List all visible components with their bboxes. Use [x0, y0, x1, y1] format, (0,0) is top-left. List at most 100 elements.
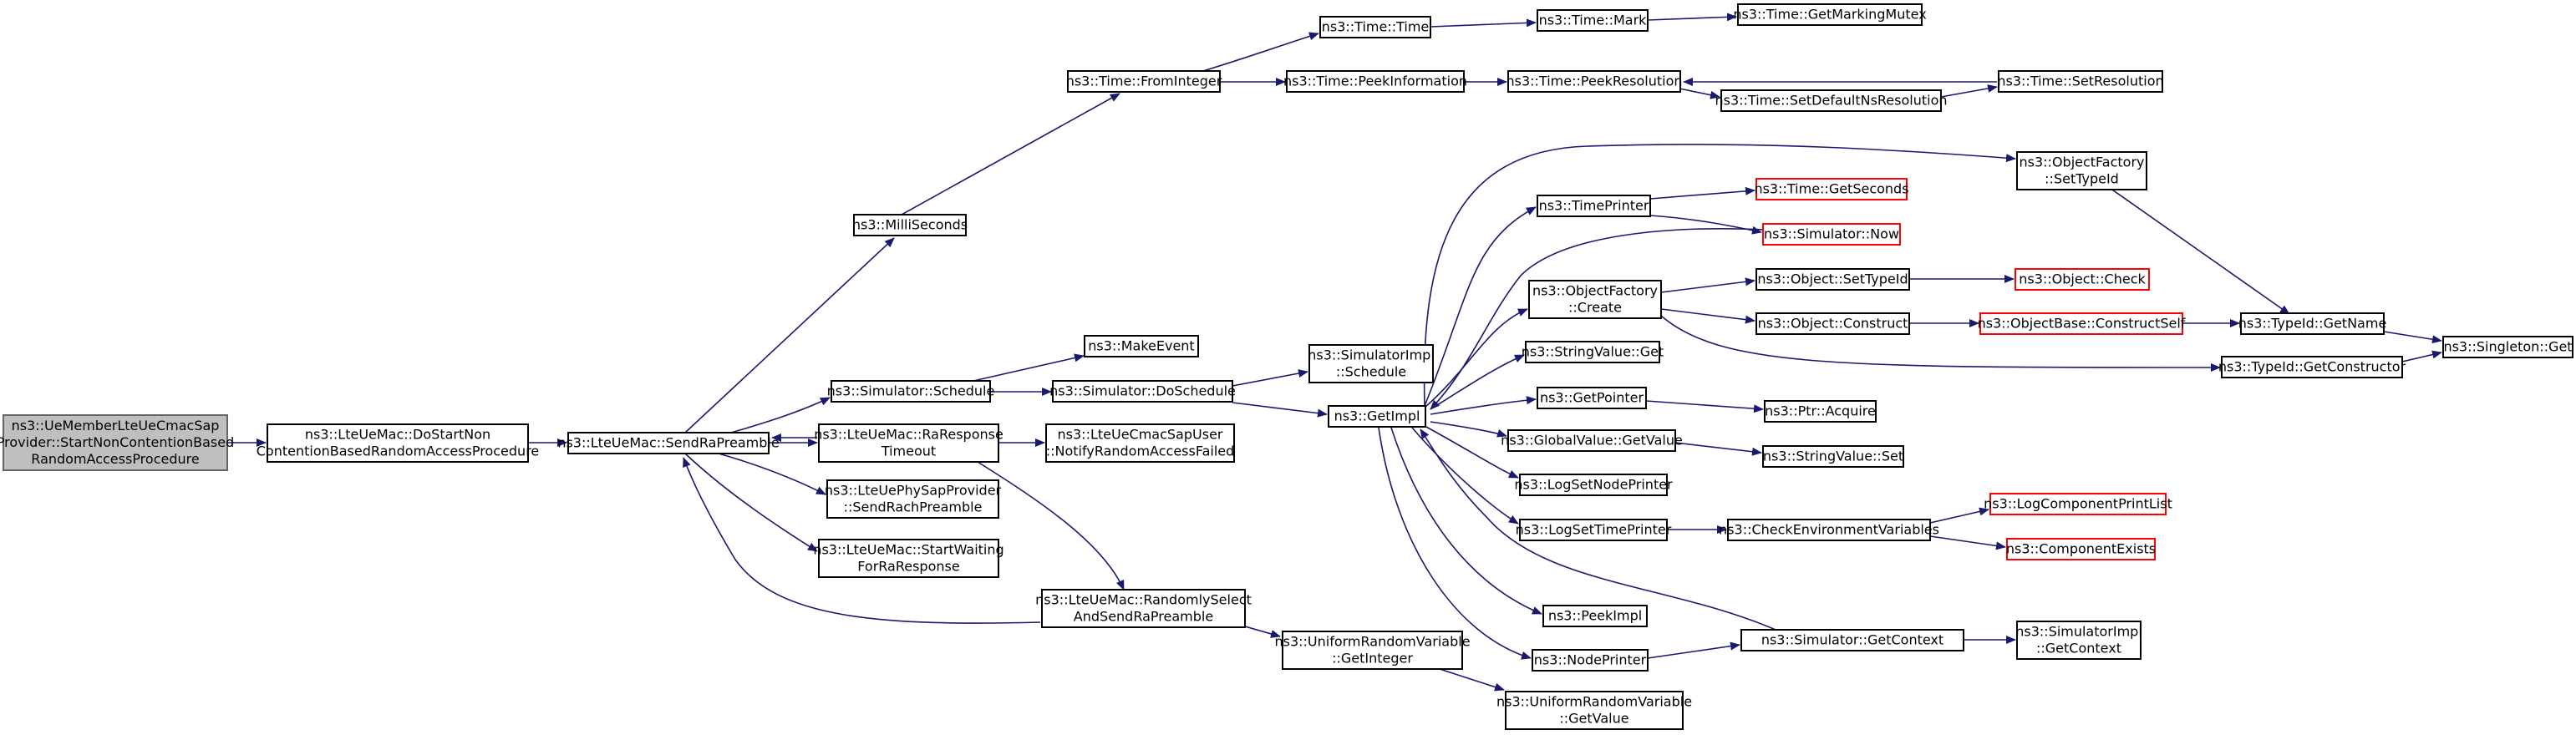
node-label-line: ns3::LogSetTimePrinter: [1516, 522, 1672, 538]
node-label-line: ns3::GlobalValue::GetValue: [1501, 433, 1683, 449]
edge-getconstructor-to-singleton: [2401, 350, 2442, 362]
edge-getimpl-to-nodeprinter: [1378, 427, 1532, 660]
node-compexists[interactable]: ns3::ComponentExists: [2006, 538, 2156, 560]
node-label-line: Provider::StartNonContentionBased: [0, 434, 234, 450]
node-label-line: ns3::LteUeCmacSapUser: [1058, 427, 1223, 443]
node-peekimpl[interactable]: ns3::PeekImpl: [1542, 605, 1648, 627]
node-label-line: ns3::Ptr::Acquire: [1765, 403, 1876, 419]
node-box: [3, 414, 228, 471]
node-box: [1041, 589, 1246, 628]
node-label-line: ::NotifyRandomAccessFailed: [1046, 444, 1235, 459]
node-label-line: ns3::Time::SetDefaultNsResolution: [1715, 93, 1947, 109]
node-box: [1764, 400, 1877, 423]
node-box: [1542, 605, 1648, 627]
node-logsetnode[interactable]: ns3::LogSetNodePrinter: [1514, 474, 1673, 496]
node-check[interactable]: ns3::Object::Check: [2015, 268, 2150, 291]
node-setdefault[interactable]: ns3::Time::SetDefaultNsResolution: [1715, 89, 1948, 112]
node-label-line: ns3::Object::Construct: [1758, 316, 1908, 332]
node-label-line: ns3::UniformRandomVariable: [1274, 634, 1470, 650]
node-frominteger[interactable]: ns3::Time::FromInteger: [1066, 70, 1222, 93]
node-ptracquire[interactable]: ns3::Ptr::Acquire: [1764, 400, 1877, 423]
node-constructself[interactable]: ns3::ObjectBase::ConstructSelf: [1978, 312, 2186, 335]
node-box: [1537, 387, 1647, 409]
node-box: [1528, 280, 1662, 319]
edge-time-to-mark: [1430, 18, 1537, 28]
node-box: [1505, 691, 1684, 730]
node-box: [1720, 89, 1942, 112]
node-label-line: ::GetContext: [2036, 641, 2121, 656]
node-urvgetval[interactable]: ns3::UniformRandomVariable::GetValue: [1496, 691, 1692, 730]
edge-doschedule-to-simimplsched: [1232, 369, 1308, 387]
node-box: [1282, 631, 1463, 670]
node-dostart[interactable]: ns3::LteUeMac::DoStartNonContentionBased…: [257, 423, 540, 463]
node-nodeprinter[interactable]: ns3::NodePrinter: [1532, 649, 1649, 672]
node-settypeid[interactable]: ns3::Object::SetTypeId: [1755, 268, 1910, 291]
node-label-line: ns3::Time::Time: [1322, 19, 1430, 35]
node-box: [1755, 268, 1910, 291]
node-simgetcontext[interactable]: ns3::Simulator::GetContext: [1740, 629, 1964, 651]
node-getseconds[interactable]: ns3::Time::GetSeconds: [1754, 178, 1909, 200]
node-getpointer[interactable]: ns3::GetPointer: [1537, 387, 1647, 409]
node-label-line: ns3::Simulator::GetContext: [1761, 632, 1943, 648]
edge-getimpl-to-logsettime: [1411, 427, 1519, 525]
node-gettypename[interactable]: ns3::TypeId::GetName: [2238, 312, 2387, 335]
node-box: [1532, 649, 1649, 672]
node-label-line: ns3::Singleton::Get: [2443, 339, 2572, 355]
node-getimpl[interactable]: ns3::GetImpl: [1328, 405, 1426, 428]
node-ofsettypeid[interactable]: ns3::ObjectFactory::SetTypeId: [2016, 151, 2147, 190]
node-sendra[interactable]: ns3::LteUeMac::SendRaPreamble: [557, 432, 780, 454]
node-checkenv[interactable]: ns3::CheckEnvironmentVariables: [1719, 519, 1939, 541]
node-peekres[interactable]: ns3::Time::PeekResolution: [1506, 70, 1683, 93]
node-label-line: ns3::StringValue::Get: [1522, 344, 1664, 360]
node-label-line: ns3::CheckEnvironmentVariables: [1719, 522, 1939, 538]
edge-checkenv-to-compexists: [1929, 535, 2006, 550]
node-box: [1979, 312, 2183, 335]
node-construct[interactable]: ns3::Object::Construct: [1755, 312, 1910, 335]
node-time[interactable]: ns3::Time::Time: [1319, 16, 1431, 38]
edge-sendra-to-milli: [684, 237, 895, 433]
edge-frominteger-to-time: [1194, 32, 1319, 74]
node-peekinfo[interactable]: ns3::Time::PeekInformation: [1283, 70, 1467, 93]
edge-getpointer-to-ptracquire: [1645, 400, 1764, 413]
edge-peekres-to-setdefault: [1679, 88, 1720, 99]
node-label-line: ns3::Time::PeekInformation: [1283, 74, 1467, 89]
node-stringvalueget[interactable]: ns3::StringValue::Get: [1522, 341, 1664, 363]
node-logsettime[interactable]: ns3::LogSetTimePrinter: [1516, 519, 1672, 541]
node-milli[interactable]: ns3::MilliSeconds: [852, 214, 968, 236]
node-getconstructor[interactable]: ns3::TypeId::GetConstructor: [2218, 356, 2406, 378]
node-sendrach[interactable]: ns3::LteUePhySapProvider::SendRachPreamb…: [825, 479, 1002, 519]
node-stringvalueset[interactable]: ns3::StringValue::Set: [1762, 445, 1904, 468]
node-box: [1507, 70, 1681, 93]
node-label-line: ns3::TimePrinter: [1539, 198, 1649, 214]
node-simimplctx[interactable]: ns3::SimulatorImpl::GetContext: [2015, 621, 2142, 660]
node-simimplsched[interactable]: ns3::SimulatorImpl::Schedule: [1308, 344, 1435, 383]
node-label-line: ns3::LteUeMac::RaResponse: [814, 427, 1003, 443]
node-makeevent[interactable]: ns3::MakeEvent: [1084, 335, 1199, 357]
node-singleton[interactable]: ns3::Singleton::Get: [2442, 336, 2573, 358]
node-label-line: ns3::NodePrinter: [1534, 652, 1647, 668]
node-schedule[interactable]: ns3::Simulator::Schedule: [827, 380, 995, 403]
node-now[interactable]: ns3::Simulator::Now: [1762, 223, 1901, 246]
node-box: [818, 539, 999, 578]
edge-getimpl-to-timeprinter: [1424, 206, 1537, 407]
node-box: [1308, 344, 1434, 383]
node-mark[interactable]: ns3::Time::Mark: [1537, 9, 1649, 32]
node-label-line: ns3::Time::PeekResolution: [1506, 74, 1682, 89]
node-notifyrafail[interactable]: ns3::LteUeCmacSapUser::NotifyRandomAcces…: [1045, 423, 1235, 463]
node-randomly[interactable]: ns3::LteUeMac::RandomlySelectAndSendRaPr…: [1035, 589, 1252, 628]
node-gvgetvalue[interactable]: ns3::GlobalValue::GetValue: [1501, 429, 1683, 452]
node-doschedule[interactable]: ns3::Simulator::DoSchedule: [1049, 380, 1236, 403]
node-box: [1727, 519, 1931, 541]
node-urvgetint[interactable]: ns3::UniformRandomVariable::GetInteger: [1274, 631, 1471, 670]
node-getmarkingmutex[interactable]: ns3::Time::GetMarkingMutex: [1733, 3, 1927, 26]
node-timeprinter[interactable]: ns3::TimePrinter: [1537, 195, 1651, 217]
node-label-line: ::Schedule: [1336, 364, 1406, 380]
edge-urvgetint-to-urvgetval: [1436, 667, 1505, 692]
node-setres[interactable]: ns3::Time::SetResolution: [1997, 70, 2164, 93]
node-root[interactable]: ns3::UeMemberLteUeCmacSapProvider::Start…: [0, 414, 234, 471]
node-logcompprint[interactable]: ns3::LogComponentPrintList: [1984, 493, 2172, 515]
node-ofcreate[interactable]: ns3::ObjectFactory::Create: [1528, 280, 1662, 319]
node-label-line: ns3::StringValue::Set: [1763, 449, 1903, 464]
